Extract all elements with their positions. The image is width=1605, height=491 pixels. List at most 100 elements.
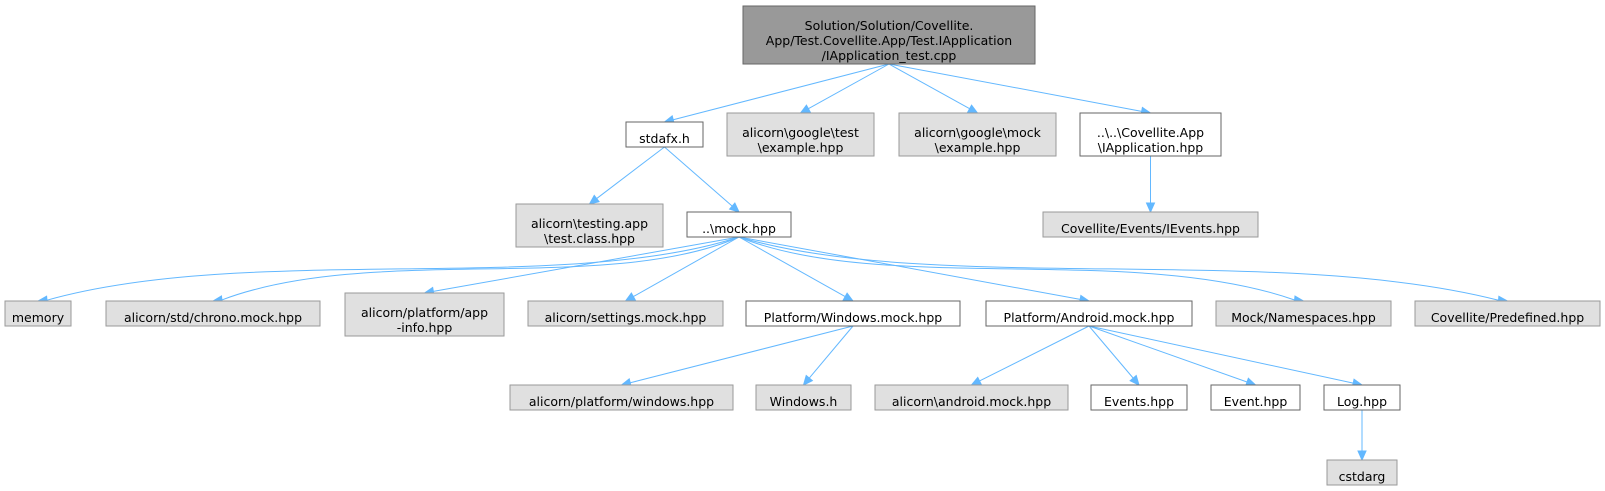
node-box [1215, 300, 1392, 327]
node-label-line: ..\..\Covellite.App [1097, 125, 1204, 140]
node-gtest[interactable]: alicorn\google\test\example.hpp [726, 112, 875, 157]
node-label-line: alicorn/std/chrono.mock.hpp [124, 310, 302, 325]
node-andmock[interactable]: Platform/Android.mock.hpp [985, 300, 1193, 327]
node-label-line: ..\mock.hpp [702, 221, 776, 236]
node-label-line: Mock/Namespaces.hpp [1231, 310, 1376, 325]
edge-winmock-to-platwin [620, 325, 854, 388]
node-box [4, 300, 72, 327]
node-label-line: alicorn\google\test [742, 125, 859, 140]
node-namespaces[interactable]: Mock/Namespaces.hpp [1215, 300, 1392, 327]
edge-winmock-to-windowsh [802, 325, 854, 386]
node-label-line: \example.hpp [935, 140, 1021, 155]
edge-stdafx-to-mock [664, 146, 740, 213]
node-mock[interactable]: ..\mock.hpp [686, 211, 792, 238]
node-box [1323, 384, 1401, 411]
node-box [874, 384, 1069, 411]
node-platwin[interactable]: alicorn/platform/windows.hpp [509, 384, 734, 411]
node-label-line: Platform/Windows.mock.hpp [764, 310, 942, 325]
edge-loghpp-to-cstdarg [1357, 410, 1367, 462]
node-label-line: App/Test.Covellite.App/Test.IApplication [766, 33, 1012, 48]
node-label-line: Log.hpp [1337, 394, 1387, 409]
node-stdafx[interactable]: stdafx.h [625, 121, 704, 148]
node-label-line: alicorn/platform/windows.hpp [529, 394, 714, 409]
node-label-line: Solution/Solution/Covellite. [805, 18, 974, 33]
node-label-line: Windows.h [770, 394, 838, 409]
node-label-line: Events.hpp [1104, 394, 1174, 409]
node-label-line: Covellite/Events/IEvents.hpp [1061, 221, 1240, 236]
arrowhead [624, 292, 637, 302]
node-box [755, 384, 852, 411]
node-label-line: -info.hpp [397, 320, 453, 335]
node-label-line: alicorn/settings.mock.hpp [545, 310, 707, 325]
node-label-line: Event.hpp [1224, 394, 1288, 409]
node-box [515, 203, 664, 248]
node-eventshpp[interactable]: Events.hpp [1090, 384, 1188, 411]
node-box [344, 292, 505, 337]
arrowhead [1129, 374, 1140, 386]
arrowhead [1357, 450, 1367, 462]
node-root: Solution/Solution/Covellite.App/Test.Cov… [742, 5, 1036, 65]
arrowhead [799, 104, 812, 114]
node-label-line: cstdarg [1339, 469, 1386, 484]
node-iapp[interactable]: ..\..\Covellite.App\IApplication.hpp [1079, 112, 1222, 157]
node-label-line: alicorn\android.mock.hpp [892, 394, 1051, 409]
edge-root-to-iapp [888, 63, 1152, 116]
node-androidmock[interactable]: alicorn\android.mock.hpp [874, 384, 1069, 411]
node-settings[interactable]: alicorn/settings.mock.hpp [527, 300, 724, 327]
node-windowsh[interactable]: Windows.h [755, 384, 852, 411]
arrowhead [588, 194, 600, 205]
node-label-line: Covellite/Predefined.hpp [1431, 310, 1584, 325]
node-label-line: \IApplication.hpp [1098, 140, 1204, 155]
edge-andmock-to-eventshpp [1088, 325, 1140, 386]
node-label-line: \example.hpp [758, 140, 844, 155]
node-gmock[interactable]: alicorn\google\mock\example.hpp [898, 112, 1057, 157]
edge-iapp-to-ievents [1145, 156, 1156, 214]
node-box [985, 300, 1193, 327]
node-memory[interactable]: memory [4, 300, 72, 327]
arrowhead [728, 202, 740, 213]
node-box [726, 112, 875, 157]
edge-mock-to-winmock [738, 236, 855, 302]
node-box [625, 121, 704, 148]
node-loghpp[interactable]: Log.hpp [1323, 384, 1401, 411]
node-label-line: Platform/Android.mock.hpp [1004, 310, 1175, 325]
node-label-line: alicorn/platform/app [361, 305, 488, 320]
node-predefined[interactable]: Covellite/Predefined.hpp [1414, 300, 1601, 327]
node-box [745, 300, 961, 327]
edge-mock-to-andmock [738, 236, 1091, 304]
node-label-line: /IApplication_test.cpp [822, 48, 957, 63]
edge-stdafx-to-testing [588, 146, 665, 205]
node-ievents[interactable]: Covellite/Events/IEvents.hpp [1042, 211, 1259, 238]
node-chrono[interactable]: alicorn/std/chrono.mock.hpp [105, 300, 321, 327]
edge-andmock-to-androidmock [970, 325, 1090, 386]
node-box [1079, 112, 1222, 157]
node-box [1042, 211, 1259, 238]
arrowhead [842, 292, 855, 302]
node-label-line: stdafx.h [639, 131, 690, 146]
arrowhead [1145, 202, 1156, 214]
nodes-layer: Solution/Solution/Covellite.App/Test.Cov… [4, 5, 1601, 486]
arrowhead [970, 376, 983, 386]
node-box [1210, 384, 1301, 411]
node-testing[interactable]: alicorn\testing.app\test.class.hpp [515, 203, 664, 248]
arrowhead [966, 104, 979, 114]
node-box [898, 112, 1057, 157]
node-label-line: \test.class.hpp [544, 231, 635, 246]
edge-root-to-gmock [888, 63, 979, 114]
node-appinfo[interactable]: alicorn/platform/app-info.hpp [344, 292, 505, 337]
node-box [686, 211, 792, 238]
node-label-line: alicorn\testing.app [531, 216, 648, 231]
arrowhead [802, 374, 814, 386]
edge-andmock-to-loghpp [1088, 325, 1364, 388]
node-label-line: memory [12, 310, 65, 325]
node-label-line: alicorn\google\mock [914, 125, 1041, 140]
node-box [1414, 300, 1601, 327]
node-cstdarg[interactable]: cstdarg [1326, 459, 1398, 486]
node-box [527, 300, 724, 327]
node-box [1090, 384, 1188, 411]
edge-root-to-gtest [799, 63, 890, 114]
node-eventhpp[interactable]: Event.hpp [1210, 384, 1301, 411]
node-box [1326, 459, 1398, 486]
node-winmock[interactable]: Platform/Windows.mock.hpp [745, 300, 961, 327]
